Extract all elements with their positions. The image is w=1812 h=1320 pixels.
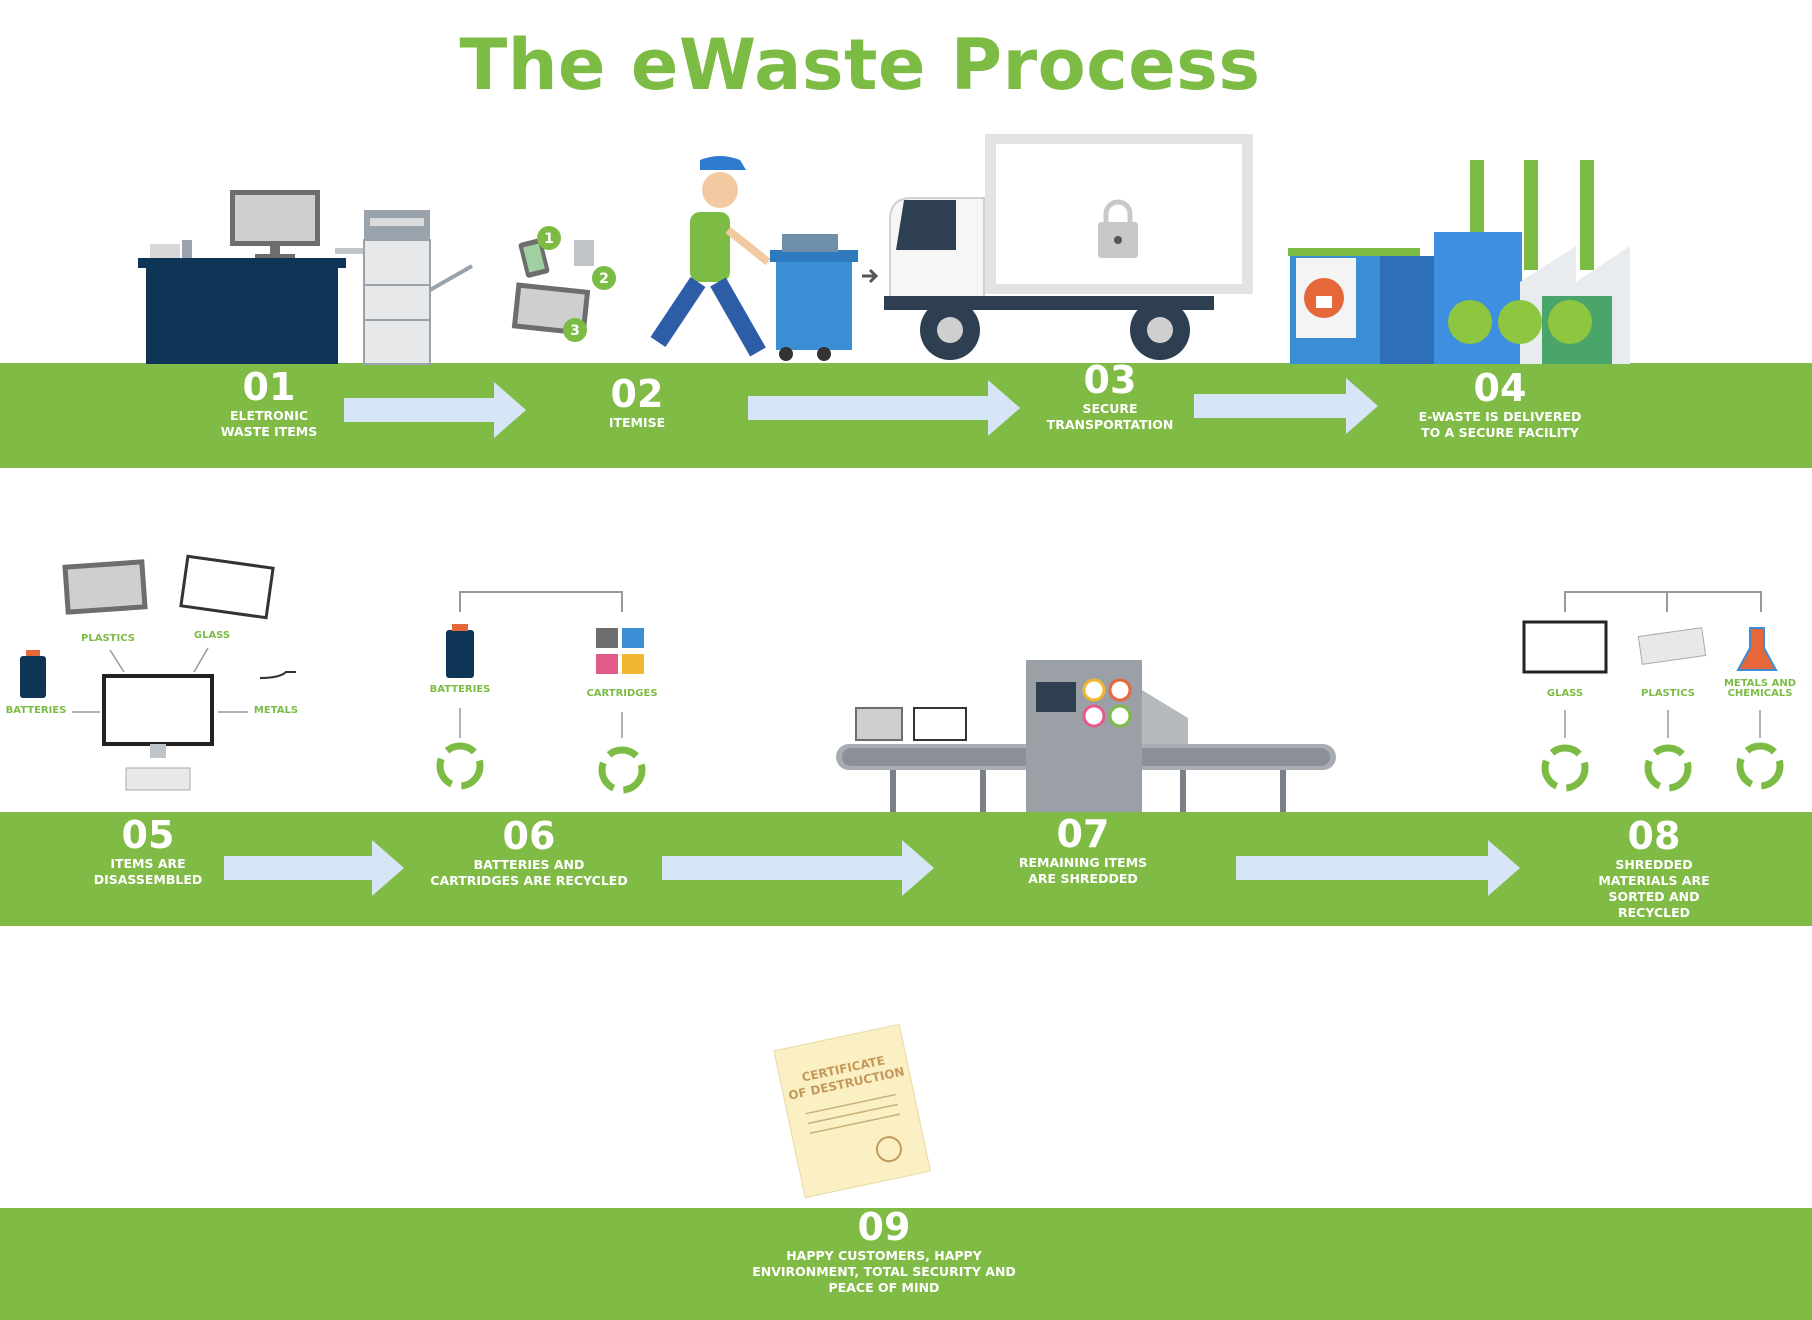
step-04: 04 E-WASTE IS DELIVERED TO A SECURE FACI… <box>1419 367 1582 441</box>
step-09: 09 HAPPY CUSTOMERS, HAPPY ENVIRONMENT, T… <box>752 1206 1016 1296</box>
recycle-label-cartridges: CARTRIDGES <box>586 688 657 699</box>
itemise-number-3: 3 <box>570 323 580 339</box>
desktop-monitor-illustration <box>230 190 320 258</box>
step-04-number: 04 <box>1473 366 1527 410</box>
step-01-label: ELETRONIC WASTE ITEMS <box>220 408 318 439</box>
arrow-07-to-08 <box>1236 840 1520 896</box>
disassembly-label-glass: GLASS <box>194 630 230 641</box>
step-04-label: E-WASTE IS DELIVERED TO A SECURE FACILIT… <box>1418 409 1582 440</box>
worker-with-bin-illustration <box>650 156 879 361</box>
step-05-label: ITEMS ARE DISASSEMBLED <box>93 856 203 887</box>
arrow-06-to-07 <box>662 840 934 896</box>
step-03-label: SECURE TRANSPORTATION <box>1046 401 1174 432</box>
sorted-label-metals-line1: METALS AND <box>1724 678 1796 689</box>
sorted-label-glass: GLASS <box>1547 688 1583 699</box>
step-07-number: 07 <box>1056 812 1110 856</box>
sorted-label-metals-line2: CHEMICALS <box>1728 688 1793 699</box>
arrow-05-to-06 <box>224 840 404 896</box>
office-desk-illustration <box>138 240 346 364</box>
secure-truck-illustration <box>884 134 1253 360</box>
arrow-02-to-03 <box>748 380 1020 436</box>
itemise-devices-illustration: 1 2 3 <box>511 226 616 342</box>
step-06: 06 BATTERIES AND CARTRIDGES ARE RECYCLED <box>430 815 627 889</box>
page-title: The eWaste Process <box>459 24 1261 106</box>
recycle-label-batteries: BATTERIES <box>430 684 491 695</box>
step-02: 02 ITEMISE <box>609 373 665 431</box>
process-band-row-3 <box>0 1208 1812 1320</box>
step-01-number: 01 <box>242 365 296 409</box>
recycle-batteries-cartridges-illustration: BATTERIES CARTRIDGES <box>430 591 658 794</box>
sorted-materials-illustration: GLASS PLASTICS METALS AND CHEMICALS <box>1522 591 1796 792</box>
step-02-number: 02 <box>610 372 664 416</box>
step-09-number: 09 <box>857 1205 911 1249</box>
step-07: 07 REMAINING ITEMS ARE SHREDDED <box>1019 813 1147 887</box>
itemise-number-2: 2 <box>599 271 609 287</box>
shredder-conveyor-illustration <box>836 660 1336 812</box>
step-08: 08 SHREDDED MATERIALS ARE SORTED AND REC… <box>1575 815 1733 921</box>
step-03: 03 SECURE TRANSPORTATION <box>1047 359 1174 433</box>
arrow-03-to-04 <box>1194 378 1378 434</box>
copier-illustration <box>335 210 473 365</box>
step-08-label: SHREDDED MATERIALS ARE SORTED AND RECYCL… <box>1598 857 1710 920</box>
arrow-01-to-02 <box>344 382 526 438</box>
secure-facility-illustration <box>1288 160 1630 364</box>
itemise-number-1: 1 <box>544 231 554 247</box>
step-02-label: ITEMISE <box>608 415 666 430</box>
step-01: 01 ELETRONIC WASTE ITEMS <box>221 366 317 440</box>
step-08-number: 08 <box>1627 814 1681 858</box>
step-05-number: 05 <box>121 813 175 857</box>
step-07-label: REMAINING ITEMS ARE SHREDDED <box>1018 855 1148 886</box>
step-05: 05 ITEMS ARE DISASSEMBLED <box>94 814 203 888</box>
disassembly-illustration: PLASTICS GLASS BATTERIES METALS <box>6 554 298 791</box>
disassembly-label-batteries: BATTERIES <box>6 705 67 716</box>
step-09-label: HAPPY CUSTOMERS, HAPPY ENVIRONMENT, TOTA… <box>752 1248 1016 1295</box>
step-06-label: BATTERIES AND CARTRIDGES ARE RECYCLED <box>430 857 628 888</box>
step-06-number: 06 <box>502 814 556 858</box>
sorted-label-plastics: PLASTICS <box>1641 688 1695 699</box>
step-03-number: 03 <box>1083 358 1137 402</box>
disassembly-label-metals: METALS <box>254 705 298 716</box>
certificate-of-destruction-illustration: CERTIFICATE OF DESTRUCTION <box>773 1023 931 1199</box>
disassembly-label-plastics: PLASTICS <box>81 633 135 644</box>
